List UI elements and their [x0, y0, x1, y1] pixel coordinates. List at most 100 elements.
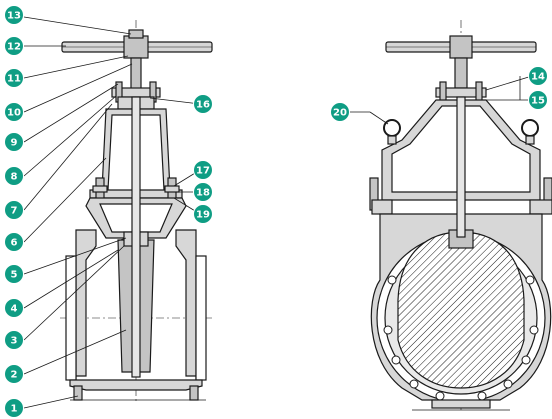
- callout-9: 9: [4, 132, 24, 152]
- bolt-hole: [409, 379, 419, 389]
- callout-badge: [4, 166, 24, 186]
- leader-4: [23, 249, 119, 309]
- callout-badge: [4, 364, 24, 384]
- callout-badge: [4, 132, 24, 152]
- callout-18: 18: [193, 182, 213, 202]
- callout-number: 1: [11, 404, 18, 415]
- valve-section-view: [60, 20, 215, 402]
- leader-20-b: [369, 111, 389, 125]
- side-handwheel-hub: [449, 35, 473, 59]
- leader-8: [23, 95, 117, 177]
- callout-12: 12: [4, 36, 24, 56]
- callout-number: 20: [333, 108, 347, 119]
- leader-2: [23, 329, 127, 375]
- side-flange-right: [529, 199, 552, 215]
- callout-3: 3: [4, 330, 24, 350]
- callout-number: 10: [7, 108, 21, 119]
- leader-9: [23, 83, 119, 143]
- stem-nut: [128, 29, 144, 39]
- leader-7: [23, 103, 113, 211]
- callout-badge: [193, 94, 213, 114]
- side-base: [431, 399, 491, 409]
- callout-number: 16: [196, 100, 210, 111]
- body-flange-left: [65, 255, 77, 381]
- callout-1: 1: [4, 398, 24, 418]
- handwheel-hub: [123, 35, 149, 59]
- callout-20: 20: [330, 102, 350, 122]
- callout-badge: [528, 66, 548, 86]
- bolt-nut-left: [92, 185, 108, 193]
- foot-left: [73, 385, 83, 401]
- callout-4: 4: [4, 298, 24, 318]
- lifting-eye-left: [383, 119, 401, 137]
- lifting-eye-left-base: [387, 135, 397, 145]
- bolt-hole: [383, 325, 393, 335]
- callout-badge: [4, 330, 24, 350]
- leader-10: [23, 63, 133, 113]
- callout-badge: [4, 200, 24, 220]
- callout-number: 4: [11, 304, 18, 315]
- callout-number: 7: [11, 206, 18, 217]
- callout-badge: [4, 5, 24, 25]
- callout-badge: [4, 232, 24, 252]
- callout-number: 12: [7, 42, 21, 53]
- callout-6: 6: [4, 232, 24, 252]
- bolt-hole: [525, 275, 535, 285]
- callout-badge: [4, 264, 24, 284]
- callout-number: 17: [196, 166, 210, 177]
- callout-badge: [193, 204, 213, 224]
- callout-number: 19: [196, 210, 210, 221]
- callout-15: 15: [528, 90, 548, 110]
- bolt-hole: [387, 275, 397, 285]
- callout-14: 14: [528, 66, 548, 86]
- callout-11: 11: [4, 68, 24, 88]
- bolt-hole: [435, 391, 445, 401]
- foot-right: [189, 385, 199, 401]
- callout-number: 15: [531, 96, 545, 107]
- valve-side-view: [369, 20, 552, 411]
- callout-number: 18: [196, 188, 210, 199]
- callout-5: 5: [4, 264, 24, 284]
- lifting-eye-right: [521, 119, 539, 137]
- callout-badge: [193, 182, 213, 202]
- lifting-eye-right-base: [525, 135, 535, 145]
- leader-1: [23, 395, 79, 409]
- bolt-hole: [503, 379, 513, 389]
- side-wedge-disc: [397, 231, 525, 389]
- stem: [131, 96, 141, 378]
- callout-badge: [4, 298, 24, 318]
- bolt-hole: [521, 355, 531, 365]
- callout-badge: [4, 68, 24, 88]
- side-gland-bolt-right: [475, 81, 483, 103]
- leader-5: [23, 237, 127, 275]
- callout-16: 16: [193, 94, 213, 114]
- callout-13: 13: [4, 5, 24, 25]
- leader-3: [23, 245, 125, 341]
- bolt-nut-right: [164, 185, 180, 193]
- callout-number: 9: [11, 138, 18, 149]
- bolt-hole: [391, 355, 401, 365]
- leader-11: [23, 55, 129, 79]
- body-flange-right: [195, 255, 207, 381]
- callout-2: 2: [4, 364, 24, 384]
- callout-number: 6: [11, 238, 18, 249]
- bolt-hole: [529, 325, 539, 335]
- callout-badge: [528, 90, 548, 110]
- side-flange-bolt-holes: [383, 275, 539, 401]
- callout-17: 17: [193, 160, 213, 180]
- callout-badge: [4, 102, 24, 122]
- leader-6: [23, 157, 107, 243]
- bolt-hole: [477, 391, 487, 401]
- callout-number: 11: [7, 74, 21, 85]
- side-flange-left: [371, 199, 393, 215]
- callout-number: 5: [11, 270, 18, 281]
- callout-7: 7: [4, 200, 24, 220]
- callout-badge: [193, 160, 213, 180]
- callout-19: 19: [193, 204, 213, 224]
- upper-stem: [130, 57, 142, 91]
- callout-badge: [4, 398, 24, 418]
- body-bottom: [69, 379, 203, 391]
- callout-10: 10: [4, 102, 24, 122]
- leader-14: [485, 75, 533, 91]
